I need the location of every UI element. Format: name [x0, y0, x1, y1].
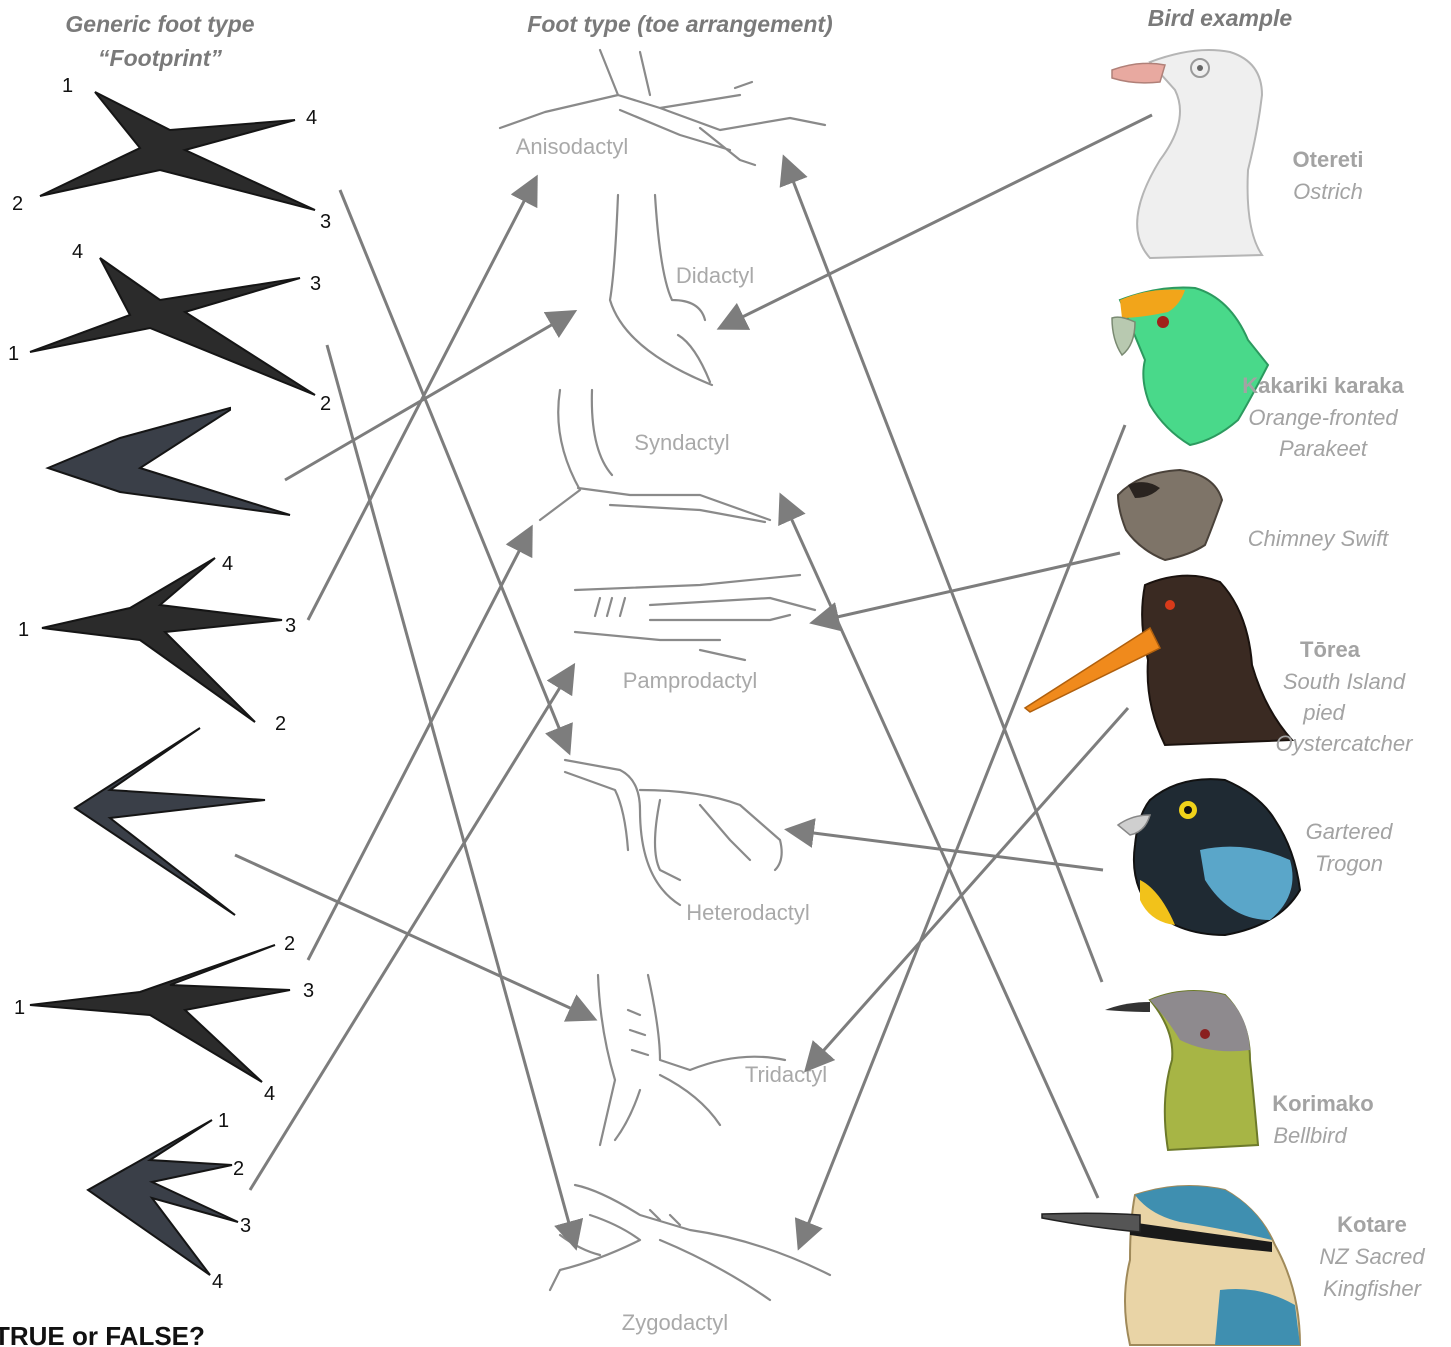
arrow-footprint-1-to-heterodactyl	[340, 190, 568, 750]
foot-zygodactyl: Zygodactyl	[550, 1185, 830, 1335]
footprint-6-toe-2: 2	[284, 933, 295, 955]
foot-heterodactyl: Heterodactyl	[565, 760, 810, 925]
bird-bellbird-image	[1105, 991, 1258, 1150]
footprint-7-toe-2: 2	[233, 1158, 244, 1180]
footprint-6-toe-4: 4	[264, 1083, 275, 1105]
foot-tridactyl: Tridactyl	[598, 975, 827, 1145]
bird-kingfisher-english-2: Kingfisher	[1323, 1276, 1423, 1301]
footprint-1-toe-1: 1	[62, 75, 73, 97]
arrow-footprint-2-to-zygodactyl	[327, 345, 575, 1245]
foot-pamprodactyl-label: Pamprodactyl	[623, 668, 758, 693]
arrow-swift-to-pamprodactyl	[815, 553, 1120, 622]
foot-anisodactyl-label: Anisodactyl	[516, 134, 629, 159]
footprint-6-toe-1: 1	[14, 997, 25, 1019]
arrow-footprint-6-to-syndactyl	[308, 530, 530, 960]
bird-bellbird-name: Korimako	[1272, 1091, 1373, 1116]
bird-trogon-english-1: Gartered	[1306, 819, 1394, 844]
bird-trogon-image	[1118, 779, 1300, 935]
footprint-6: 2 1 3 4	[14, 933, 314, 1105]
footprint-2: 4 3 1 2	[8, 241, 331, 415]
footprint-7-toe-1: 1	[218, 1110, 229, 1132]
foot-didactyl: Didactyl	[610, 195, 754, 385]
foot-tridactyl-label: Tridactyl	[745, 1062, 827, 1087]
true-or-false-question: TRUE or FALSE?	[0, 1321, 205, 1347]
foot-heterodactyl-label: Heterodactyl	[686, 900, 810, 925]
bird-parakeet-name: Kakariki karaka	[1242, 373, 1404, 398]
footprint-6-toe-3: 3	[303, 980, 314, 1002]
footprint-7-toe-4: 4	[212, 1271, 223, 1293]
bird-ostrich-image	[1112, 50, 1262, 258]
footprint-4: 4 1 3 2	[18, 553, 296, 735]
foot-anisodactyl: Anisodactyl	[500, 50, 825, 165]
footprint-4-toe-2: 2	[275, 713, 286, 735]
bird-trogon-english-2: Trogon	[1315, 851, 1383, 876]
footprint-5	[75, 728, 265, 915]
footprint-1: 1 4 2 3	[12, 75, 331, 233]
bird-oystercatcher-image	[1025, 576, 1292, 745]
foot-didactyl-label: Didactyl	[676, 263, 754, 288]
footprint-2-toe-4: 4	[72, 241, 83, 263]
header-footprint: “Footprint”	[98, 45, 222, 71]
arrow-ostrich-to-didactyl	[722, 115, 1152, 327]
foot-syndactyl: Syndactyl	[540, 390, 770, 522]
bird-oystercatcher-english-2: pied	[1302, 700, 1345, 725]
bird-parakeet-english-2: Parakeet	[1279, 436, 1368, 461]
foot-zygodactyl-label: Zygodactyl	[622, 1310, 728, 1335]
footprint-1-toe-3: 3	[320, 211, 331, 233]
footprint-4-toe-1: 1	[18, 619, 29, 641]
bird-bellbird-english: Bellbird	[1273, 1123, 1347, 1148]
footprint-3	[48, 408, 290, 515]
arrow-footprint-7-to-pamprodactyl	[250, 668, 572, 1190]
bird-parakeet-image	[1112, 288, 1268, 446]
bird-parakeet-english-1: Orange-fronted	[1248, 405, 1398, 430]
header-generic-foot-type: Generic foot type	[65, 11, 254, 37]
footprint-7-toe-3: 3	[240, 1215, 251, 1237]
footprint-2-toe-3: 3	[310, 273, 321, 295]
footprint-4-toe-4: 4	[222, 553, 233, 575]
footprint-7: 1 2 3 4	[88, 1110, 251, 1293]
bird-kingfisher-name: Kotare	[1337, 1212, 1407, 1237]
bird-swift-english: Chimney Swift	[1248, 526, 1389, 551]
bird-swift-image	[1118, 470, 1222, 560]
bird-oystercatcher-english-3: Oystercatcher	[1276, 731, 1415, 756]
header-foot-type: Foot type (toe arrangement)	[527, 11, 832, 37]
footprint-2-toe-2: 2	[320, 393, 331, 415]
header-bird-example: Bird example	[1148, 5, 1293, 31]
footprint-1-toe-4: 4	[306, 107, 317, 129]
foot-syndactyl-label: Syndactyl	[634, 430, 729, 455]
bird-kingfisher-image	[1042, 1186, 1300, 1345]
footprint-4-toe-3: 3	[285, 615, 296, 637]
bird-ostrich-name: Otereti	[1293, 147, 1364, 172]
bird-kingfisher-english-1: NZ Sacred	[1319, 1244, 1425, 1269]
arrow-oystercatcher-to-tridactyl	[808, 708, 1128, 1068]
bird-oystercatcher-english-1: South Island	[1283, 669, 1406, 694]
bird-ostrich-english: Ostrich	[1293, 179, 1363, 204]
foot-pamprodactyl: Pamprodactyl	[575, 575, 815, 693]
footprint-2-toe-1: 1	[8, 343, 19, 365]
arrow-parakeet-to-zygodactyl	[800, 425, 1125, 1245]
bird-oystercatcher-name: Tōrea	[1300, 637, 1361, 662]
footprint-1-toe-2: 2	[12, 193, 23, 215]
